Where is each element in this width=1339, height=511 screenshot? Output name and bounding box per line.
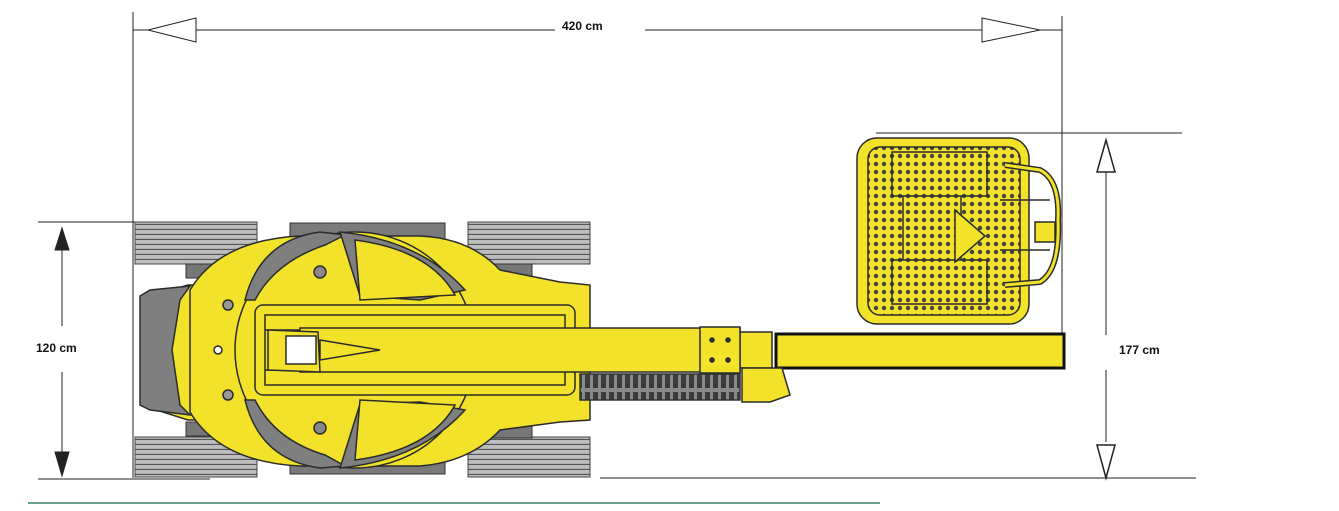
work-platform bbox=[856, 137, 1062, 325]
jib bbox=[774, 332, 1066, 370]
track-front-right bbox=[467, 221, 591, 265]
arrow-down-icon bbox=[54, 451, 70, 478]
machine-width-label: 120 cm bbox=[32, 341, 81, 355]
arrow-up-open-icon bbox=[1096, 137, 1116, 173]
boom-arm bbox=[254, 304, 1066, 403]
arrow-right-icon bbox=[981, 17, 1041, 43]
arrow-up-icon bbox=[54, 226, 70, 251]
platform-width-label: 177 cm bbox=[1115, 343, 1164, 357]
arrow-left-icon bbox=[147, 17, 197, 43]
arrow-down-open-icon bbox=[1096, 444, 1116, 481]
length-dimension-label: 420 cm bbox=[558, 19, 607, 33]
dimension-lines bbox=[38, 12, 1196, 481]
